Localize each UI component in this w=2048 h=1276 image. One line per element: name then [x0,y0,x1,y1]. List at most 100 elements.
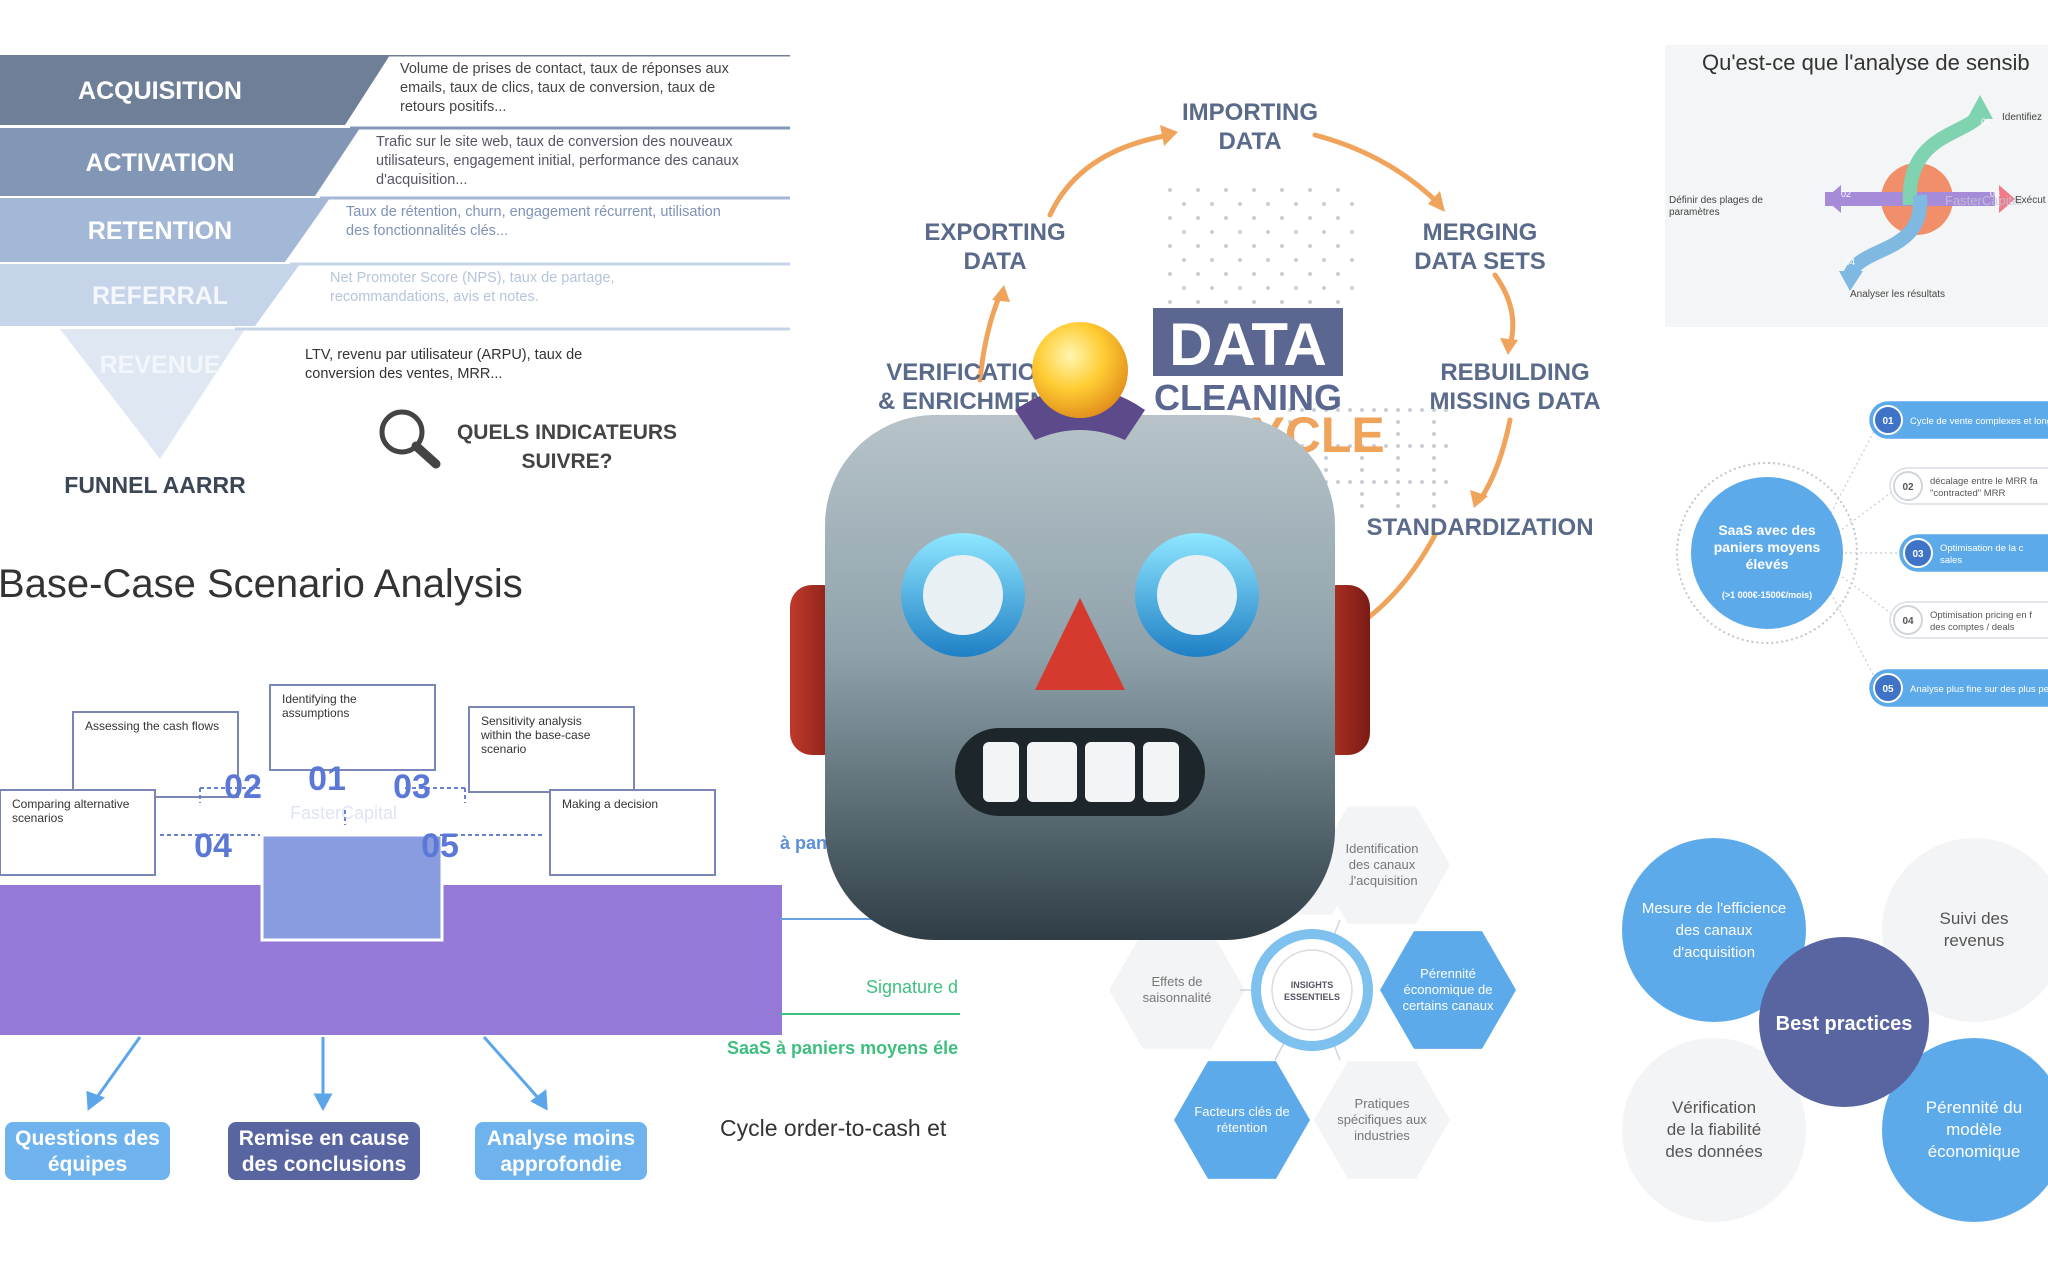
scenario-box-text: scenario [481,742,527,756]
scenario-box [0,789,156,876]
scenario-outcome-button[interactable] [5,1122,170,1180]
funnel-stage-desc: retours positifs... [400,99,506,115]
data-label: DATA [1169,311,1327,378]
scenario-outcome-label: équipes [48,1153,127,1176]
funnel-stage-label: REFERRAL [92,282,228,310]
funnel-stage-desc: LTV, revenu par utilisateur (ARPU), taux… [305,347,582,363]
cycle-step-label: DATA SETS [1414,248,1546,275]
venn-circle-text: des canaux [1676,922,1753,939]
robot-face-icon [790,322,1370,940]
saas-item-text: des comptes / deals [1930,622,2015,633]
saas-center-line-1: SaaS avec des [1718,522,1816,538]
funnel-stage-label: RETENTION [88,217,232,245]
scenario-box-text: Sensitivity analysis [481,714,582,728]
saas-item-text: Analyse plus fine sur des plus petits [1910,684,2048,695]
funnel-stage-desc: Trafic sur le site web, taux de conversi… [376,134,733,150]
funnel-aarrr: ACQUISITION Volume de prises de contact, … [0,55,790,498]
scenario-number: 05 [421,827,459,865]
venn-circle-text: de la fiabilité [1667,1120,1762,1139]
saas-center-sub: (>1 000€-1500€/mois) [1722,590,1812,600]
saas-item-number: 05 [1882,684,1894,695]
funnel-stage-desc: Taux de rétention, churn, engagement réc… [346,204,721,220]
scenario-box [72,711,239,798]
sensitivity-num-4: 04 [1845,257,1855,267]
scenario-box-text: within the base-case [480,728,591,742]
funnel-stage-desc: d'acquisition... [376,172,467,188]
scenario-box [549,789,716,876]
funnel-stage-revenue [60,329,245,459]
data-label-box [1153,308,1343,376]
insight-hexagon-text: saisonnalité [1143,990,1212,1005]
divider-blue [780,918,960,920]
saas-fragment: SaaS à paniers moyens éle [727,1038,959,1058]
insight-hexagon [1174,1061,1310,1179]
funnel-stage-referral [0,264,300,326]
funnel-stage-desc: recommandations, avis et notes. [330,289,539,305]
venn-circle-text: Mesure de l'efficience [1642,900,1786,917]
signature-fragment: Signature d [866,977,959,997]
scenario-outcome-label: des conclusions [242,1153,407,1176]
best-practices-venn: Mesure de l'efficience des canaux d'acquis… [1622,838,2048,1222]
scenario-box-text: Comparing alternative [12,797,130,811]
insight-hexagon-text: des canaux [1349,857,1416,872]
funnel-stage-desc: Net Promoter Score (NPS), taux de partag… [330,270,615,286]
scenario-outcome-label: Remise en cause [239,1127,409,1150]
cycle-fragment: Cycle order-to-cash et [720,1115,947,1141]
scenario-number: 03 [393,768,431,806]
funnel-title: FUNNEL AARRR [64,472,246,498]
scenario-outcome-label: Analyse moins [487,1127,635,1150]
robot-antenna-bulb [1032,322,1128,418]
saas-item-text: Optimisation pricing en f [1930,610,2032,621]
saas-item-number: 02 [1902,482,1914,493]
funnel-question-line-1: QUELS INDICATEURS [457,421,677,444]
sensitivity-num-1: 01 [1981,117,1991,127]
insight-hexagon-text: Pérennité [1420,966,1476,981]
robot-nose [1035,598,1125,690]
funnel-stage-desc: Volume de prises de contact, taux de rép… [400,61,730,77]
saas-center-line-2: paniers moyens [1714,539,1821,555]
scenario-outcome-button[interactable] [475,1122,647,1180]
saas-item-text: "contracted" MRR [1930,488,2006,499]
insight-hexagon-text: certains canaux [1402,998,1494,1013]
cycle-step-label: IMPORTING [1182,99,1318,126]
venn-circle-text: revenus [1944,931,2004,950]
saas-item-text: Cycle de vente complexes et longs [1910,416,2048,427]
cycle-step-label: REBUILDING [1440,359,1589,386]
venn-circle-text: Suivi des [1940,909,2009,928]
cleaning-label: CLEANING [1154,377,1342,418]
insight-hexagon-text: d'acquisition [1346,873,1417,888]
divider-green [780,1013,960,1015]
scenario-box-text: Assessing the cash flows [85,719,219,733]
scenario-box [269,684,436,771]
insight-hexagon-text: Pratiques [1355,1096,1410,1111]
cycle-step-label: VERIFICATION [886,359,1054,386]
insight-hexagon-text: Identification [1346,841,1419,856]
funnel-stage-label: ACQUISITION [78,77,242,105]
scenario-box-text: Making a decision [562,797,658,811]
insight-hexagon [1109,931,1245,1049]
venn-circle-text: économique [1928,1142,2021,1161]
sensitivity-top: Identifiez [2002,112,2042,123]
sensitivity-title: Qu'est-ce que l'analyse de sensib [1702,50,2030,75]
saas-item [1899,534,2048,572]
base-case-title: Base-Case Scenario Analysis [0,562,523,606]
insight-hexagon [1314,1061,1450,1179]
saas-center-line-3: élevés [1746,556,1789,572]
sensitivity-num-3: 03 [1990,189,2000,199]
best-practices-circle [1759,937,1929,1107]
funnel-stage-desc: des fonctionnalités clés... [346,223,508,239]
scenario-box-text: scenarios [12,811,63,825]
funnel-stage-retention [0,198,330,262]
scenario-outcome-label: Questions des [15,1127,160,1150]
svg-text:FasterCapital: FasterCapital [1945,193,2022,208]
funnel-stage-activation [0,128,360,196]
svg-text:FasterCapital: FasterCapital [290,803,397,823]
saas-item [1889,467,2048,505]
base-case-center-block [260,833,444,942]
saas-item-text: décalage entre le MRR fa [1930,476,2038,487]
scenario-outcome-button[interactable] [228,1122,420,1180]
scenario-number: 01 [308,760,346,798]
venn-circle-text: d'acquisition [1673,944,1755,961]
